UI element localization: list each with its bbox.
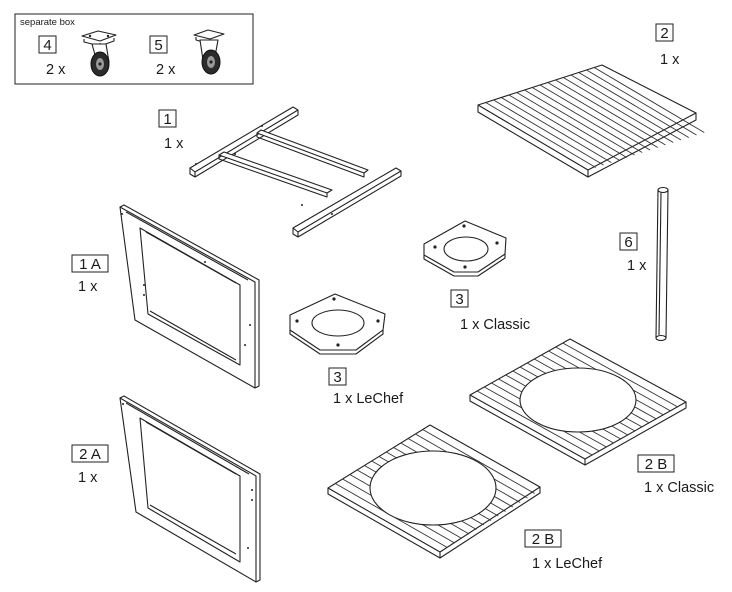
part-4-quantity: 2 x <box>46 62 66 78</box>
panel-slat-line <box>493 99 604 166</box>
part-5-quantity: 2 x <box>156 62 176 78</box>
part-3-lechef-quantity: 1 x LeChef <box>333 391 404 407</box>
panel-slat-line <box>524 89 635 156</box>
part-1-number: 1 <box>163 111 171 128</box>
part-6-label-box <box>619 232 638 251</box>
part-2b-lechef-number: 2 B <box>532 531 555 548</box>
part-3-lechef-drawing <box>289 293 386 355</box>
panel-slat-line <box>508 94 620 161</box>
part-6-drawing <box>655 186 669 342</box>
part-1-label-box <box>158 109 177 128</box>
part-3-classic-quantity: 1 x Classic <box>460 317 530 333</box>
panel-slat-line <box>516 92 627 158</box>
part-3-classic-drawing <box>423 220 507 277</box>
part-2b-classic-label-box <box>637 454 675 473</box>
part-2b-lechef-quantity: 1 x LeChef <box>532 556 603 572</box>
part-1a-label-box <box>71 254 109 273</box>
part-3-classic-label-box <box>450 289 469 308</box>
part-2b-lechef-drawing <box>327 424 541 559</box>
part-2-drawing <box>477 64 705 178</box>
part-3-lechef-label-box <box>328 367 347 386</box>
part-3-lechef-number: 3 <box>333 369 341 386</box>
panel-slat-line <box>485 102 596 168</box>
part-2b-classic-number: 2 B <box>645 456 668 473</box>
part-2-quantity: 1 x <box>660 52 680 68</box>
part-4-label-box <box>38 35 57 54</box>
separate-box: separate box 4 2 x 5 2 x <box>14 13 254 85</box>
panel-slat-line <box>555 79 666 146</box>
part-2a-drawing <box>119 395 261 583</box>
part-2a-number: 2 A <box>79 446 101 463</box>
panel-slat-line <box>562 342 679 408</box>
part-6-number: 6 <box>624 234 632 251</box>
part-5-label-box <box>149 35 168 54</box>
part-1-quantity: 1 x <box>164 136 184 152</box>
part-2b-lechef-label-box <box>524 529 562 548</box>
part-2-number: 2 <box>660 25 668 42</box>
panel-slat-line <box>586 69 697 136</box>
part-4-number: 4 <box>43 37 51 54</box>
swivel-caster-icon <box>81 30 117 77</box>
fixed-caster-icon <box>193 29 225 75</box>
part-2-label-box <box>655 23 674 42</box>
separate-box-title: separate box <box>20 17 75 28</box>
separate-box-frame <box>14 13 254 85</box>
part-1a-number: 1 A <box>79 256 101 273</box>
panel-slat-line <box>594 67 705 133</box>
panel-slat-line <box>476 390 593 456</box>
panel-slat-line <box>501 97 612 163</box>
part-1a-quantity: 1 x <box>78 279 98 295</box>
part-2a-label-box <box>71 444 109 463</box>
panel-slat-line <box>532 87 643 153</box>
panel-slat-line <box>422 429 535 494</box>
part-1-drawing <box>189 106 402 238</box>
panel-slat-line <box>578 72 689 138</box>
part-1a-drawing <box>119 204 260 389</box>
part-6-quantity: 1 x <box>627 258 647 274</box>
part-2a-quantity: 1 x <box>78 470 98 486</box>
panel-slat-line <box>570 74 682 141</box>
part-5-number: 5 <box>154 37 162 54</box>
panel-slat-line <box>539 84 651 151</box>
part-2b-classic-drawing <box>469 338 687 466</box>
part-2b-classic-quantity: 1 x Classic <box>644 480 714 496</box>
panel-slat-line <box>547 82 658 148</box>
panel-slat-line <box>563 77 674 143</box>
part-3-classic-number: 3 <box>455 291 463 308</box>
